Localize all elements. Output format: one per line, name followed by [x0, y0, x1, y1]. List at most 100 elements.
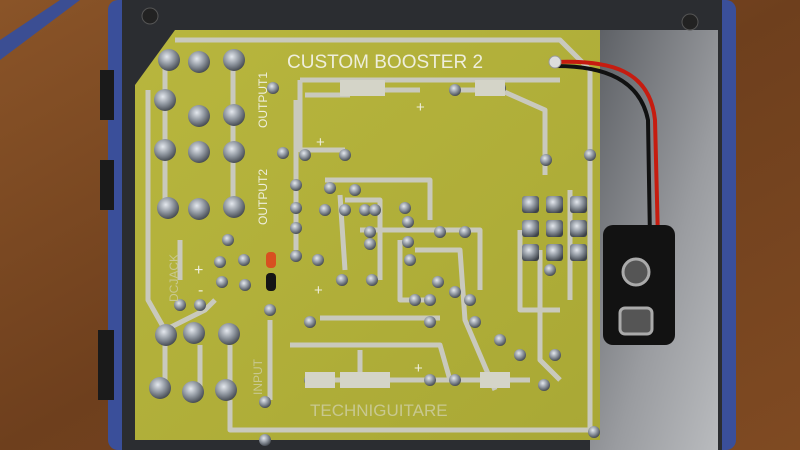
solder-joint: [264, 304, 276, 316]
pot-solder-joint: [570, 244, 587, 261]
board-title: CUSTOM BOOSTER 2: [287, 52, 483, 73]
label-output1: OUTPUT1: [256, 72, 270, 128]
solder-joint: [549, 349, 561, 361]
solder-joint: [259, 396, 271, 408]
solder-joint: [434, 226, 446, 238]
solder-joint: [359, 204, 371, 216]
solder-joint-large: [157, 197, 179, 219]
solder-pads: [149, 49, 600, 446]
solder-joint-large: [154, 139, 176, 161]
solder-joint: [544, 264, 556, 276]
trace-pad: [340, 372, 390, 388]
solder-joint-large: [223, 141, 245, 163]
solder-joint: [424, 294, 436, 306]
solder-joint: [369, 204, 381, 216]
blue-cable: [0, 0, 80, 60]
screw-hole-icon: [681, 13, 699, 31]
board-brand: TECHNIGUITARE: [310, 401, 448, 420]
pot-solder-joint: [522, 220, 539, 237]
battery-snap-icon: [618, 306, 654, 336]
solder-joint: [339, 149, 351, 161]
solder-joint: [312, 254, 324, 266]
solder-joint: [402, 216, 414, 228]
solder-joint: [214, 256, 226, 268]
trace: [175, 37, 593, 433]
solder-joint-large: [154, 89, 176, 111]
label-minus: -: [198, 282, 203, 299]
label-plus: +: [194, 262, 203, 279]
solder-joint-large: [223, 49, 245, 71]
solder-joint: [304, 316, 316, 328]
solder-joint: [364, 226, 376, 238]
pot-solder-joint: [522, 196, 539, 213]
pot-solder-joint: [570, 196, 587, 213]
trace: [320, 247, 498, 391]
solder-joint: [449, 286, 461, 298]
solder-joint: [584, 149, 596, 161]
solder-joint-large: [155, 324, 177, 346]
solder-joint: [432, 276, 444, 288]
solder-joint-large: [188, 51, 210, 73]
pot-solder-joint: [546, 220, 563, 237]
solder-joint-large: [183, 322, 205, 344]
solder-joint: [194, 299, 206, 311]
jack-socket: [100, 160, 114, 210]
solder-joint: [366, 274, 378, 286]
led-red: [266, 252, 276, 268]
solder-joint: [514, 349, 526, 361]
solder-joint: [424, 316, 436, 328]
solder-joint-large: [215, 379, 237, 401]
label-output2: OUTPUT2: [256, 169, 270, 225]
solder-joint: [299, 149, 311, 161]
solder-joint-large: [188, 198, 210, 220]
solder-joint-large: [223, 104, 245, 126]
solder-joint: [404, 254, 416, 266]
solder-joint: [449, 374, 461, 386]
battery-wire-black: [555, 64, 652, 241]
solder-joint: [339, 204, 351, 216]
solder-joint: [290, 222, 302, 234]
solder-joint: [259, 434, 271, 446]
solder-joint: [324, 182, 336, 194]
wire-hole: [548, 55, 562, 69]
trace-pad: [305, 372, 335, 388]
solder-joint: [399, 202, 411, 214]
battery-wire-red: [555, 59, 660, 241]
trace-pad: [475, 80, 505, 96]
solder-joint: [174, 299, 186, 311]
led-black: [266, 273, 276, 291]
solder-joint: [540, 154, 552, 166]
label-plus: +: [314, 282, 323, 299]
jack-socket: [98, 330, 114, 400]
solder-joint: [239, 279, 251, 291]
solder-joint-large: [149, 377, 171, 399]
label-plus: +: [416, 99, 425, 116]
solder-joint: [349, 184, 361, 196]
solder-joint-large: [158, 49, 180, 71]
solder-joint: [402, 236, 414, 248]
solder-joint: [424, 374, 436, 386]
solder-joint: [464, 294, 476, 306]
solder-joint: [290, 250, 302, 262]
label-plus: +: [316, 134, 325, 151]
solder-joint: [588, 426, 600, 438]
solder-joint-large: [182, 381, 204, 403]
solder-joint: [469, 316, 481, 328]
solder-joint-large: [218, 323, 240, 345]
solder-joint-large: [188, 105, 210, 127]
solder-joint: [216, 276, 228, 288]
trace: [267, 320, 453, 400]
solder-joint: [290, 202, 302, 214]
solder-joint: [409, 294, 421, 306]
pot-solder-joint: [522, 244, 539, 261]
solder-joint: [277, 147, 289, 159]
solder-joint: [494, 334, 506, 346]
label-plus: +: [414, 360, 423, 377]
solder-joint: [222, 234, 234, 246]
solder-joint: [364, 238, 376, 250]
label-dcjack: DCJACK: [167, 254, 181, 302]
solder-joint-large: [188, 141, 210, 163]
pot-solder-joint: [546, 244, 563, 261]
pot-solder-joint: [546, 196, 563, 213]
solder-joint: [459, 226, 471, 238]
